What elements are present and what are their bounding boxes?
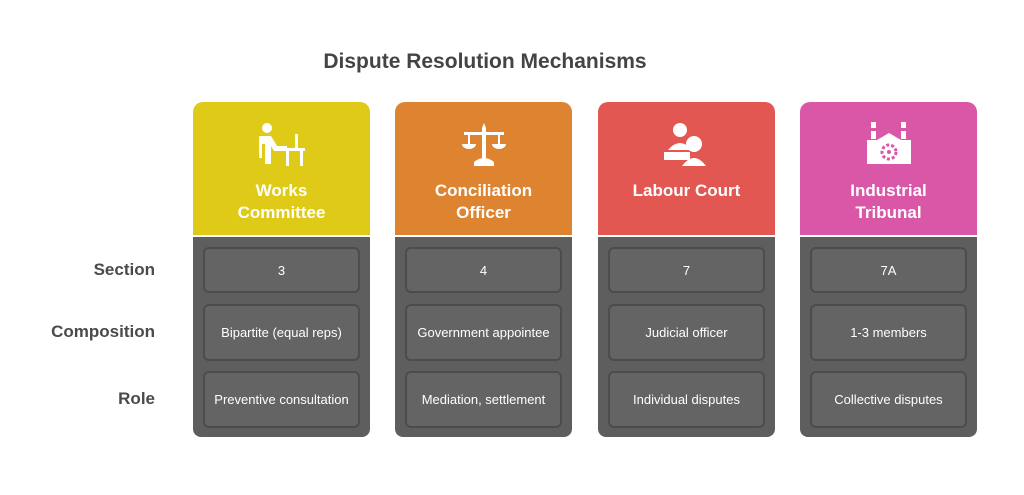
section-cell: 3 (203, 247, 360, 293)
composition-cell: Bipartite (equal reps) (203, 304, 360, 361)
column-labour-court: Labour Court 7 Judicial officer Individu… (598, 102, 775, 437)
person-at-desk-icon (258, 123, 305, 166)
role-cell: Mediation, settlement (405, 371, 562, 428)
composition-cell: Judicial officer (608, 304, 765, 361)
role-cell: Preventive consultation (203, 371, 360, 428)
factory-gear-icon (866, 122, 911, 164)
diagram-title: Dispute Resolution Mechanisms (323, 50, 647, 73)
scales-icon (461, 123, 506, 166)
column-body: 3 Bipartite (equal reps) Preventive cons… (193, 237, 370, 437)
row-label-section: Section (93, 260, 155, 279)
section-cell: 4 (405, 247, 562, 293)
judge-people-icon (663, 123, 706, 166)
composition-cell: 1-3 members (810, 304, 967, 361)
column-title: Labour Court (632, 181, 741, 200)
role-cell: Collective disputes (810, 371, 967, 428)
column-header: Labour Court (598, 102, 775, 235)
section-cell: 7 (608, 247, 765, 293)
column-body: 7A 1-3 members Collective disputes (800, 237, 977, 437)
column-body: 4 Government appointee Mediation, settle… (395, 237, 572, 437)
row-label-composition: Composition (51, 322, 155, 341)
composition-cell: Government appointee (405, 304, 562, 361)
row-label-role: Role (118, 389, 155, 408)
role-cell: Individual disputes (608, 371, 765, 428)
column-body: 7 Judicial officer Individual disputes (598, 237, 775, 437)
section-cell: 7A (810, 247, 967, 293)
